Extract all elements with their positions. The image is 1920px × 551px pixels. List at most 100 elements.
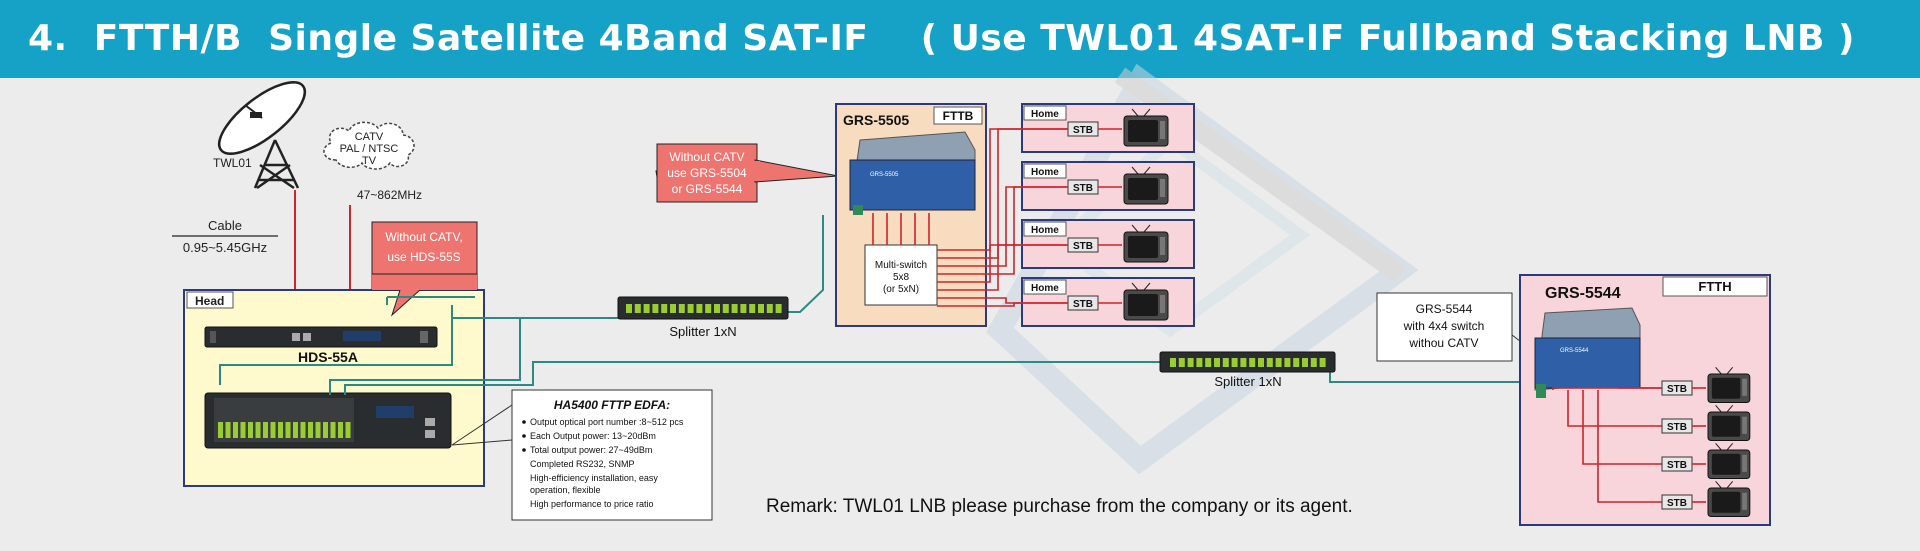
tv-icon: [1707, 367, 1751, 403]
stb-box: STB: [1067, 179, 1099, 195]
port: [225, 422, 231, 438]
splitter-1-ports: [626, 304, 782, 313]
home-label: Home: [1031, 283, 1059, 294]
callout-grs: [655, 143, 839, 203]
ftth-model: GRS-5544: [1545, 285, 1621, 302]
splitter-2-ports: [1170, 358, 1326, 367]
port: [1266, 358, 1273, 367]
port: [634, 304, 641, 313]
stb-label: STB: [1073, 299, 1093, 310]
port: [1319, 358, 1326, 367]
catv-label-line2: PAL / NTSC: [340, 143, 399, 155]
port: [714, 304, 720, 313]
port: [1240, 358, 1247, 367]
grs-5505-device-label: GRS-5505: [870, 172, 899, 178]
stb-label: STB: [1073, 241, 1093, 252]
port: [1293, 358, 1300, 367]
port: [1231, 358, 1238, 367]
head-box: [183, 289, 485, 487]
port: [1275, 358, 1282, 367]
stb-label: STB: [1667, 460, 1687, 471]
head-tag: [186, 291, 234, 309]
callout-hds-line1: Without CATV,: [385, 230, 462, 244]
tv-icon: [1707, 405, 1751, 441]
edfa-bullet-1: Output optical port number :8~512 pcs: [530, 417, 684, 427]
tv-icon: [1123, 282, 1169, 321]
fttb-tag-label: FTTB: [943, 109, 974, 123]
port: [687, 304, 694, 313]
edfa-bullet-2: Each Output power: 13~20dBm: [530, 431, 656, 441]
ftth-tag-label: FTTH: [1698, 279, 1731, 294]
multiswitch-box: [864, 244, 938, 306]
home-label: Home: [1031, 109, 1059, 120]
stb-label: STB: [1667, 498, 1687, 509]
port: [705, 304, 712, 313]
port: [722, 304, 729, 313]
grs-5544-note-box: [1376, 292, 1513, 362]
dish-label: TWL01: [213, 156, 252, 170]
fttb-model: GRS-5505: [843, 112, 909, 128]
port: [233, 422, 238, 438]
edfa-bullet-3: Total output power: 27~49dBm: [530, 445, 652, 455]
edfa-device: [204, 392, 452, 449]
tv-icon: [1707, 443, 1751, 479]
port: [293, 422, 298, 438]
edfa-ports: [218, 422, 351, 438]
home-tag: [1023, 105, 1067, 121]
catv-label-line3: TV: [362, 155, 377, 167]
port: [218, 422, 223, 438]
edfa-info-box: [511, 389, 713, 521]
stb-box: STB: [1661, 456, 1693, 472]
fttb-tag: [933, 106, 983, 125]
callout-grs-line3: or GRS-5544: [672, 182, 743, 196]
stb-box: STB: [1661, 380, 1693, 396]
port: [1310, 358, 1317, 367]
port: [696, 304, 703, 313]
port: [670, 304, 676, 313]
home-tag: [1023, 221, 1067, 237]
multiswitch-outputs: [937, 128, 1068, 307]
port: [1205, 358, 1212, 367]
port: [1178, 358, 1185, 367]
fttb-red-links: [872, 213, 930, 245]
port: [248, 422, 253, 438]
port: [323, 422, 328, 438]
edfa-extra-2: High-efficiency installation, easy: [530, 473, 658, 483]
port: [263, 422, 268, 438]
stb-box: STB: [1661, 494, 1693, 510]
port: [255, 422, 261, 438]
grs-5544-device-label: GRS-5544: [1560, 348, 1589, 354]
port: [1222, 358, 1229, 367]
port: [1187, 358, 1194, 367]
port: [678, 304, 685, 313]
port: [775, 304, 782, 313]
grs-5544-device: [1534, 307, 1641, 398]
grs-5505-device: [849, 131, 976, 215]
catv-frequency: 47~862MHz: [357, 188, 422, 202]
multiswitch-line2: 5x8: [893, 272, 910, 283]
stb-box: STB: [1661, 418, 1693, 434]
port: [1196, 358, 1203, 367]
stb-box: STB: [1067, 237, 1099, 253]
edfa-extra-3: operation, flexible: [530, 485, 601, 495]
tv-icon: [1123, 166, 1169, 205]
head-label: Head: [195, 294, 224, 308]
splitter-1-label: Splitter 1xN: [669, 324, 736, 339]
hds-55a-device: [204, 326, 438, 348]
port: [285, 422, 291, 438]
port: [1170, 358, 1176, 367]
port: [731, 304, 738, 313]
ftth-outputs: STB STB STB STB: [1552, 367, 1751, 517]
port: [345, 422, 351, 438]
port: [626, 304, 632, 313]
stb-label: STB: [1073, 125, 1093, 136]
catv-label-line1: CATV: [355, 131, 384, 143]
splitter-2-label: Splitter 1xN: [1214, 374, 1281, 389]
stb-box: STB: [1067, 295, 1099, 311]
remark-text: Remark: TWL01 LNB please purchase from t…: [766, 496, 1353, 517]
tv-icon: [1123, 224, 1169, 263]
grs-5544-note-line1: GRS-5544: [1416, 302, 1473, 316]
